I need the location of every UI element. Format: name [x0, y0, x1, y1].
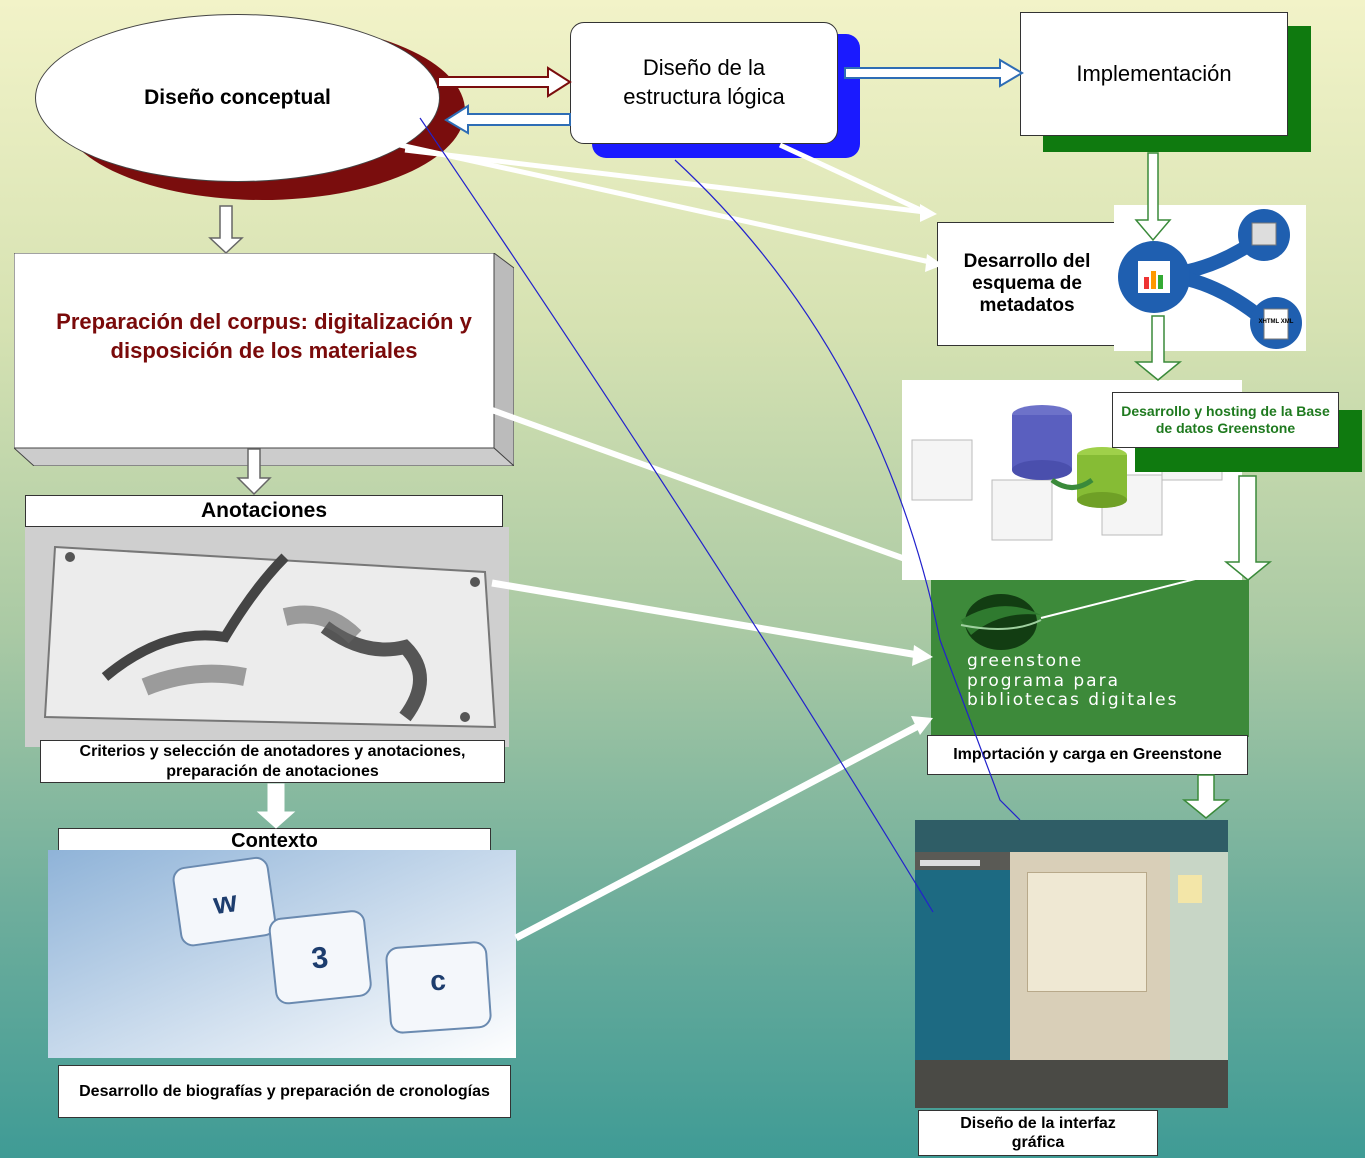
greenstone-logo-text: greenstone programa para bibliotecas dig…	[967, 651, 1179, 711]
conceptual-design-ellipse: Diseño conceptual	[35, 14, 440, 182]
arrow-import-to-interface	[1181, 774, 1231, 819]
interface-screenshot	[915, 820, 1228, 1108]
interface-footer	[915, 1060, 1228, 1108]
arrowhead-annotations-to-greenstone	[912, 645, 933, 666]
line-corpus-to-greenstone	[490, 407, 932, 571]
annotations-header: Anotaciones	[25, 495, 503, 527]
conceptual-design-label: Diseño conceptual	[144, 86, 331, 109]
annotations-caption: Criterios y selección de anotadores y an…	[40, 740, 505, 783]
key-c: c	[429, 964, 447, 996]
greenstone-logo-panel: greenstone programa para bibliotecas dig…	[931, 580, 1249, 737]
xml-icon-label: XHTML XML	[1259, 319, 1294, 325]
metadata-network-graphic: XHTML XML	[1114, 205, 1306, 351]
arrow-annotations-to-context	[256, 783, 296, 829]
arrowhead-conceptual-to-metadata-a	[920, 204, 937, 222]
line-annotations-to-greenstone	[491, 579, 919, 659]
arrowhead-context-to-greenstone	[911, 716, 933, 735]
line-conceptual-to-metadata-a	[404, 147, 926, 215]
interface-portrait	[1178, 875, 1202, 903]
interface-design-box: Diseño de la interfaz gráfica	[918, 1110, 1158, 1156]
greenstone-db-box: Desarrollo y hosting de la Base de datos…	[1112, 392, 1339, 448]
w3c-keyboard-image: w 3 c	[48, 850, 516, 1058]
key-w: w	[210, 885, 239, 921]
arrow-conceptual-to-corpus	[208, 205, 244, 255]
logical-structure-label: Diseño de la estructura lógica	[623, 55, 785, 109]
logical-structure-box: Diseño de la estructura lógica	[570, 22, 838, 144]
interface-search-field	[920, 860, 980, 866]
metadata-schema-label: Desarrollo del esquema de metadatos	[963, 251, 1091, 316]
corpus-box-3d: Preparación del corpus: digitalización y…	[14, 253, 514, 466]
arrow-logical-to-implementation	[844, 58, 1024, 88]
blue-line-logical-to-greenstone	[674, 159, 941, 641]
corpus-label: Preparación del corpus: digitalización y…	[56, 309, 472, 363]
implementation-box: Implementación	[1020, 12, 1288, 136]
interface-text-page	[1027, 872, 1147, 992]
line-context-to-greenstone	[514, 721, 922, 942]
key-3: 3	[310, 941, 330, 976]
implementation-label: Implementación	[1076, 61, 1232, 86]
interface-sidebar	[915, 870, 1010, 1060]
context-caption: Desarrollo de biografías y preparación d…	[58, 1065, 511, 1118]
drawing-hands-image	[25, 527, 509, 747]
interface-header-bar	[915, 820, 1228, 852]
import-load-box: Importación y carga en Greenstone	[927, 735, 1248, 775]
metadata-schema-box: Desarrollo del esquema de metadatos	[937, 222, 1117, 346]
line-conceptual-to-metadata-b	[399, 142, 931, 265]
